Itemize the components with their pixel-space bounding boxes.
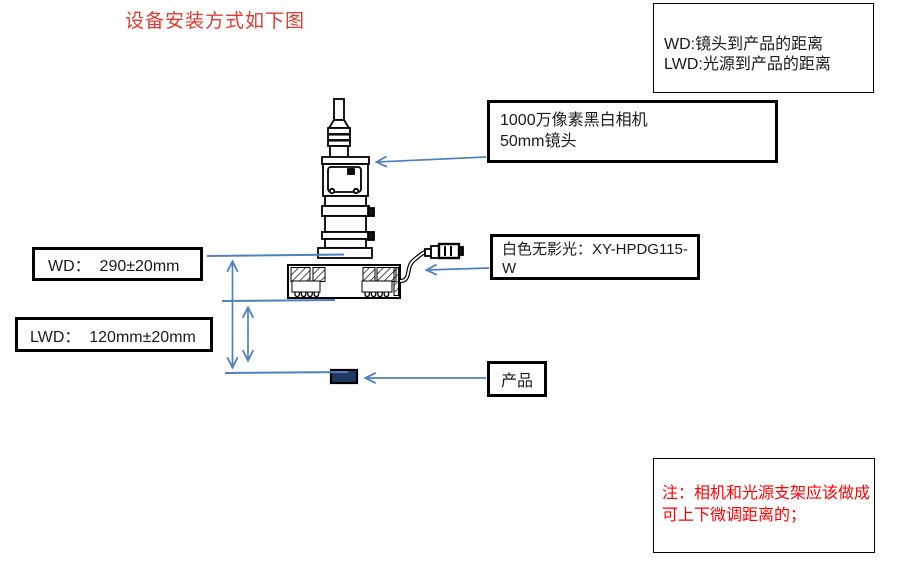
camera-connector-rib [328,133,350,136]
light-label-line2: W [502,260,517,277]
legend-line-wd: WD:镜头到产品的距离 [664,36,824,53]
camera-pointer-arrow [377,157,487,162]
ringlight-cable [399,249,428,284]
note-line1: 注：相机和光源支架应该做成 [662,485,871,502]
note-box: 注：相机和光源支架应该做成 可上下微调距离的； [653,458,875,553]
camera-label-line1: 1000万像素黑白相机 [500,112,648,129]
legend-box: WD:镜头到产品的距离 LWD:光源到产品的距离 [653,3,874,93]
note-line2: 可上下微调距离的； [662,507,807,524]
lwd-dimension-box: LWD： 120mm±20mm [15,317,213,352]
product-sample [329,368,359,385]
dimension-line-lens [206,253,345,257]
camera-indicator-dot [347,168,355,175]
ringlight-illustration [287,242,464,299]
dimension-line-product [224,371,349,374]
camera-illustration [317,98,375,259]
camera-label-box: 1000万像素黑白相机 50mm镜头 [487,100,778,163]
ringlight-connector [424,242,464,260]
lens-thumbscrew [367,207,375,217]
light-label-line1: 白色无影光：XY-HPDG115- [502,241,688,258]
led-teeth-right [364,292,390,298]
camera-connector-rib [328,139,350,142]
led-teeth-left [294,292,320,298]
legend-line-lwd: LWD:光源到产品的距离 [664,56,831,73]
dimension-line-light [221,299,336,302]
light-pointer-arrow [427,268,490,270]
lwd-dimension-label: LWD： 120mm±20mm [30,328,196,346]
product-label-box: 产品 [487,361,547,397]
wd-dimension-label: WD： 290±20mm [48,258,180,275]
light-label-box: 白色无影光：XY-HPDG115- W [490,234,700,280]
lens-thumbscrew [367,231,375,241]
product-label: 产品 [500,373,533,390]
wd-dimension-box: WD： 290±20mm [32,247,203,281]
camera-label-line2: 50mm镜头 [500,133,577,150]
page-title: 设备安装方式如下图 [125,11,306,32]
